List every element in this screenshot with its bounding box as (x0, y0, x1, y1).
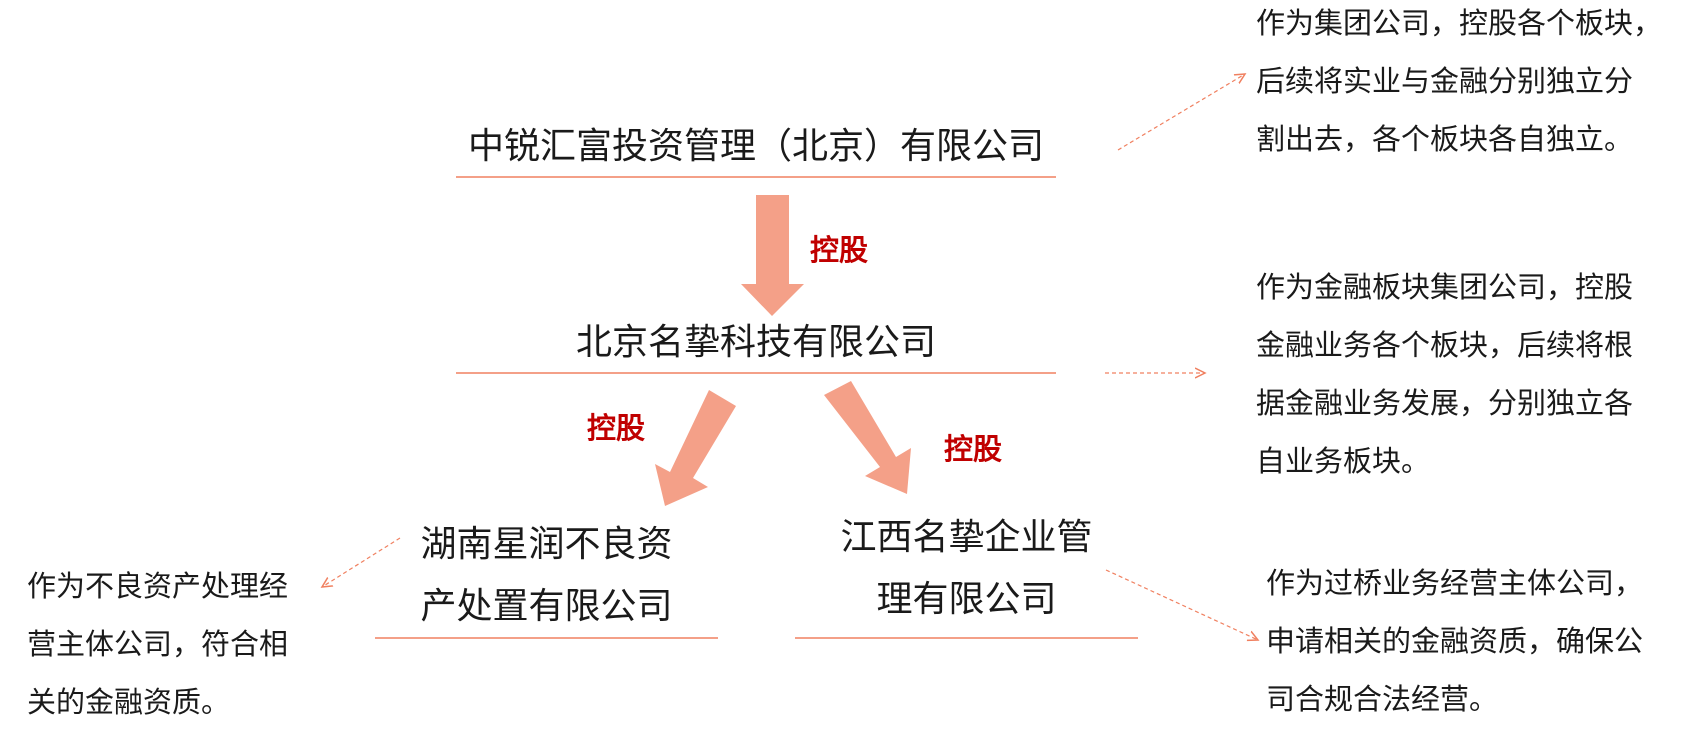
right-company-name: 江西名挚企业管 理有限公司 (795, 507, 1138, 631)
arrow-middle-to-right (824, 381, 911, 494)
note-right-line-1: 作为过桥业务经营主体公司， (1266, 566, 1644, 600)
connector-top-note (1117, 74, 1245, 151)
note-middle-line-2: 金融业务各个板块，后续将根 (1256, 328, 1634, 362)
arrow-middle-to-left (655, 390, 736, 506)
note-middle-line-3: 据金融业务发展，分别独立各 (1256, 386, 1634, 420)
note-left: 作为不良资产处理经 营主体公司，符合相 关的金融资质。 (27, 557, 288, 731)
note-left-line-3: 关的金融资质。 (27, 685, 231, 719)
note-middle: 作为金融板块集团公司，控股 金融业务各个板块，后续将根 据金融业务发展，分别独立… (1256, 258, 1633, 490)
note-right: 作为过桥业务经营主体公司， 申请相关的金融资质，确保公 司合规合法经营。 (1266, 554, 1643, 728)
note-left-line-1: 作为不良资产处理经 (27, 569, 289, 603)
note-top: 作为集团公司，控股各个板块， 后续将实业与金融分别独立分 割出去，各个板块各自独… (1256, 0, 1662, 168)
arrow-label-middle-to-left: 控股 (587, 411, 646, 445)
note-top-line-1: 作为集团公司，控股各个板块， (1256, 6, 1663, 40)
connector-left-note (322, 537, 401, 587)
note-middle-line-1: 作为金融板块集团公司，控股 (1256, 270, 1634, 304)
right-company-name-line-2: 理有限公司 (876, 579, 1057, 620)
arrow-label-top-to-middle: 控股 (810, 233, 869, 267)
note-right-line-2: 申请相关的金融资质，确保公 (1266, 624, 1644, 658)
right-company-name-line-1: 江西名挚企业管 (840, 517, 1093, 558)
note-top-line-2: 后续将实业与金融分别独立分 (1256, 64, 1634, 98)
arrow-top-to-middle (741, 195, 804, 316)
note-left-line-2: 营主体公司，符合相 (27, 627, 289, 661)
note-middle-line-4: 自业务板块。 (1256, 444, 1431, 478)
left-company-name: 湖南星润不良资 产处置有限公司 (375, 514, 718, 638)
top-company-name: 中锐汇富投资管理（北京）有限公司 (467, 126, 1044, 167)
left-company-name-line-2: 产处置有限公司 (420, 586, 673, 627)
note-top-line-3: 割出去，各个板块各自独立。 (1256, 122, 1634, 156)
middle-company-name: 北京名挚科技有限公司 (575, 322, 936, 363)
note-right-line-3: 司合规合法经营。 (1266, 682, 1499, 716)
arrow-label-middle-to-right: 控股 (944, 432, 1003, 466)
left-company-name-line-1: 湖南星润不良资 (420, 524, 673, 565)
